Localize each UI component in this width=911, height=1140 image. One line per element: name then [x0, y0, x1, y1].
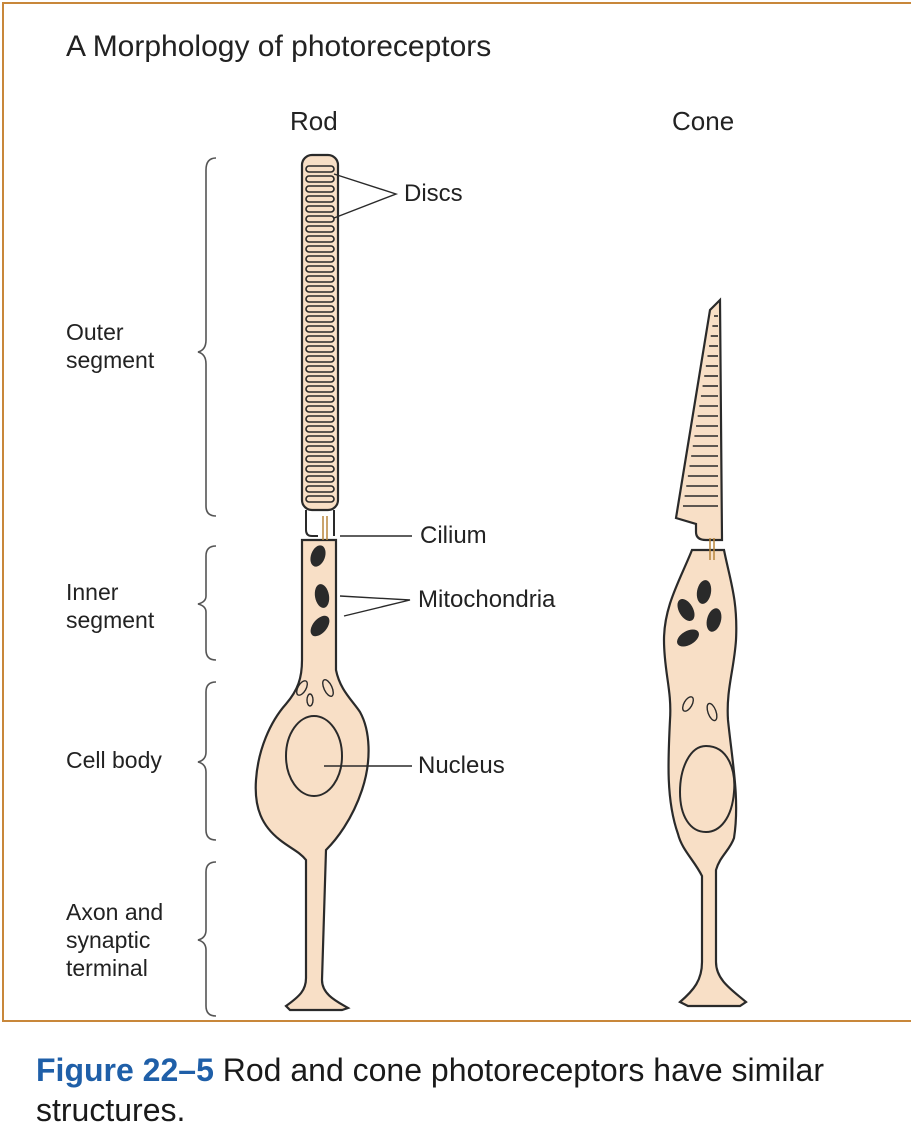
inner-segment-brace	[198, 546, 216, 660]
rod-cilium	[323, 516, 327, 540]
mitochondria-leader	[340, 596, 410, 616]
outer-segment-brace	[198, 158, 216, 516]
segment-braces	[198, 158, 216, 1016]
cell-body-brace	[198, 682, 216, 840]
caption-text: Rod and cone photoreceptors have similar	[214, 1052, 824, 1088]
figure-number: Figure 22–5	[36, 1052, 214, 1088]
axon-terminal-brace	[198, 862, 216, 1016]
rod-cell-body	[256, 540, 369, 1010]
figure-caption: Figure 22–5 Rod and cone photoreceptors …	[36, 1050, 911, 1130]
caption-text-line2: structures.	[36, 1092, 185, 1128]
photoreceptor-diagram	[0, 0, 911, 1040]
discs-leader	[334, 174, 396, 218]
